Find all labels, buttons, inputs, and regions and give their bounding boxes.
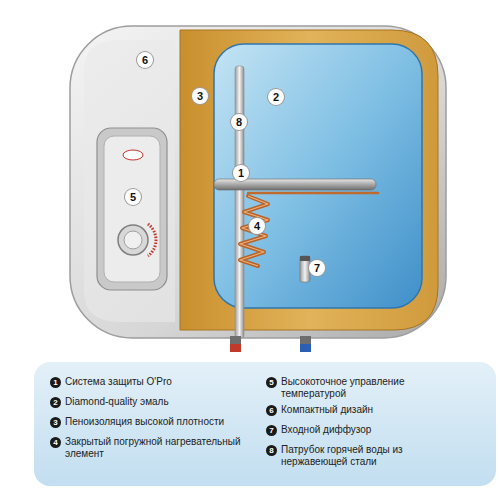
heater-lead [248, 192, 378, 195]
callout-number: 5 [125, 189, 141, 205]
legend-text: Diamond-quality эмаль [65, 396, 255, 408]
brand-logo [123, 150, 143, 160]
hot-outlet-mark [230, 344, 241, 352]
heating-coil [240, 196, 268, 266]
legend-panel [34, 362, 496, 486]
diffuser-cap [300, 256, 310, 261]
legend-number: 3 [50, 417, 61, 428]
callout-number: 1 [233, 165, 249, 181]
dial-scale [148, 224, 156, 256]
cold-inlet-mark [300, 344, 311, 352]
callout-number: 7 [309, 260, 325, 276]
hot-outlet-fitting [230, 336, 241, 344]
legend-text: Пеноизоляция высокой плотности [65, 416, 255, 428]
hot-water-pipe [235, 66, 244, 338]
thermostat-dial [118, 225, 148, 255]
dial-center [124, 231, 142, 249]
callout-number: 4 [249, 218, 265, 234]
foam-insulation [180, 30, 438, 330]
callout-number: 2 [268, 89, 284, 105]
legend-text: Патрубок горячей воды из нержавеющей ста… [281, 444, 459, 468]
callout-number: 3 [192, 88, 208, 104]
cold-inlet-fitting [300, 336, 311, 344]
legend-text: Входной диффузор [281, 424, 459, 436]
legend-number: 6 [266, 405, 277, 416]
legend-number: 7 [266, 425, 277, 436]
control-panel [97, 128, 167, 290]
legend-text: Система защиты O'Pro [65, 376, 255, 388]
legend-number: 2 [50, 397, 61, 408]
heating-coil-shine [240, 196, 268, 266]
heater-housing [70, 26, 446, 338]
legend-number: 1 [50, 377, 61, 388]
legend-text: Высокоточное управление температурой [281, 376, 459, 400]
legend-number: 4 [50, 437, 61, 448]
legend-text: Закрытый погружной нагревательный элемен… [65, 436, 255, 460]
callout-number: 6 [137, 52, 153, 68]
enamel-tank [214, 44, 422, 308]
legend-number: 8 [266, 445, 277, 456]
control-panel-face [104, 136, 160, 282]
callout-number: 8 [231, 114, 247, 130]
legend-number: 5 [266, 377, 277, 388]
front-face-highlight [84, 40, 175, 322]
legend-text: Компактный дизайн [281, 404, 459, 416]
